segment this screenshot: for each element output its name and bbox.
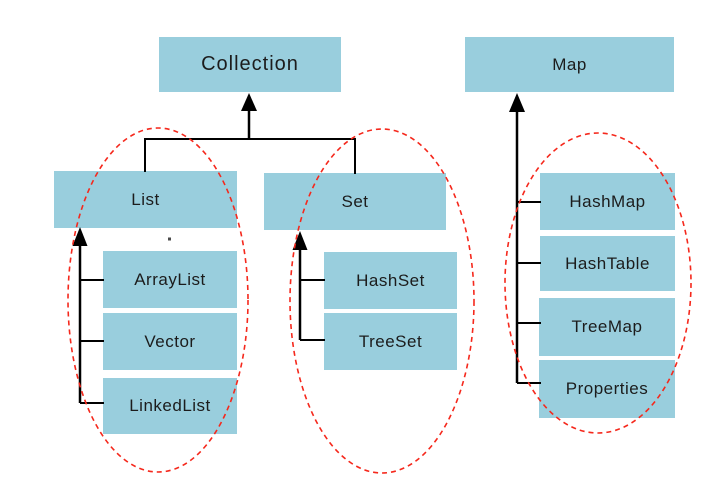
node-collection-label: Collection — [201, 53, 299, 75]
node-collection: Collection — [159, 37, 341, 92]
node-set: Set — [264, 173, 446, 230]
node-arraylist-label: ArrayList — [134, 269, 206, 289]
node-properties: Properties — [539, 360, 675, 418]
node-treeset-label: TreeSet — [358, 331, 423, 351]
set-branches — [300, 279, 325, 341]
stray-dot — [168, 237, 171, 241]
node-hashmap-label: HashMap — [569, 191, 646, 211]
map-branches — [517, 201, 541, 384]
list-branches — [80, 279, 104, 404]
node-hashset: HashSet — [324, 252, 457, 309]
node-treemap: TreeMap — [539, 298, 675, 356]
node-arraylist: ArrayList — [103, 251, 237, 308]
node-list-label: List — [131, 189, 160, 209]
node-hashset-label: HashSet — [356, 270, 425, 290]
node-map: Map — [465, 37, 674, 92]
collection-children-connector — [144, 138, 356, 174]
list-arrow-head-icon — [72, 227, 88, 246]
map-arrow-head-icon — [509, 93, 525, 112]
node-set-label: Set — [341, 191, 369, 211]
node-vector-label: Vector — [144, 331, 196, 351]
node-hashtable-label: HashTable — [565, 253, 650, 273]
node-linkedlist-label: LinkedList — [129, 396, 211, 415]
node-hashmap: HashMap — [540, 173, 675, 230]
node-linkedlist: LinkedList — [103, 378, 237, 434]
collection-arrow-head-icon — [241, 93, 257, 111]
set-arrow-head-icon — [292, 231, 308, 250]
node-list: List — [54, 171, 237, 228]
node-properties-label: Properties — [565, 379, 649, 398]
node-vector: Vector — [103, 313, 237, 370]
node-map-label: Map — [552, 54, 587, 74]
node-treemap-label: TreeMap — [571, 317, 643, 336]
node-treeset: TreeSet — [324, 313, 457, 370]
node-hashtable: HashTable — [540, 236, 675, 291]
